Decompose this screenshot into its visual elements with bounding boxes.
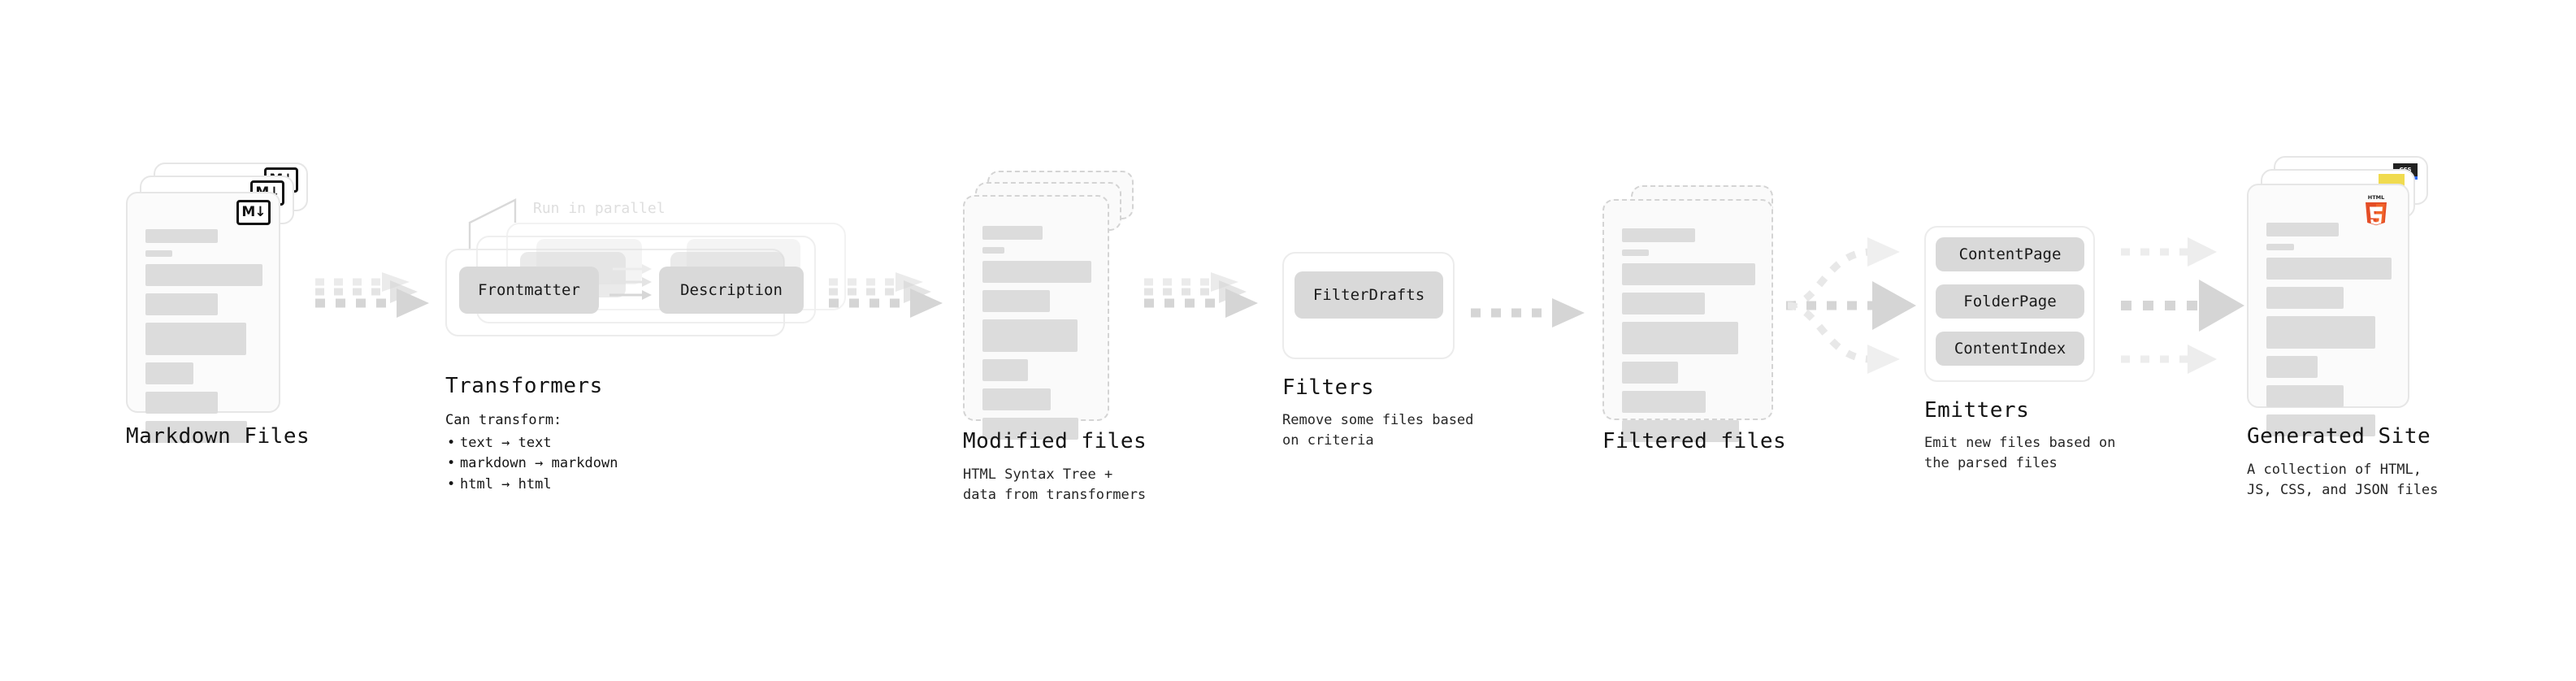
content-bar: [2266, 414, 2375, 436]
filtered-card-front: [1602, 199, 1773, 442]
content-bar: [1622, 263, 1755, 285]
run-in-parallel-label: Run in parallel: [533, 200, 666, 217]
arrow-modified-to-filters: [1144, 272, 1258, 318]
emitters-subtitle: Emit new files based on the parsed files: [1924, 435, 2116, 471]
content-bar: [145, 421, 248, 443]
arrow-markdown-to-transformers: [315, 272, 429, 318]
transformer-chip-frontmatter[interactable]: Frontmatter: [459, 267, 599, 314]
filters-group: FilterDrafts: [1282, 252, 1461, 366]
emitters-group: ContentPage FolderPage ContentIndex: [1924, 226, 2111, 388]
content-bar: [2266, 385, 2344, 407]
content-bar: [1622, 362, 1678, 384]
arrow-emitters-to-generated-site: [2121, 237, 2244, 374]
content-bar: [145, 362, 194, 384]
filtered-card-content: [1622, 228, 1755, 442]
svg-text:HTML: HTML: [2368, 194, 2384, 201]
content-bar: [982, 226, 1043, 240]
run-in-parallel-bracket: [468, 198, 517, 250]
generated-card-front: [2247, 184, 2409, 436]
filters-title: Filters: [1282, 375, 1375, 400]
content-bar: [2266, 244, 2294, 250]
modified-files-subtitle: HTML Syntax Tree + data from transformer…: [963, 466, 1147, 503]
content-bar: [2266, 356, 2318, 378]
content-bar: [2266, 223, 2340, 236]
generated-site-title: Generated Site: [2247, 424, 2431, 449]
transformers-group: Run in parallel Frontmatter Description …: [445, 195, 846, 366]
markdown-files-title: Markdown Files: [126, 424, 310, 449]
filters-box: [1282, 252, 1455, 359]
transformers-bullet-item: html → html: [447, 475, 618, 496]
modified-card-content: [982, 226, 1091, 440]
emitters-box: [1924, 226, 2095, 382]
content-bar: [145, 323, 246, 355]
content-bar: [1622, 322, 1738, 354]
generated-site-card-stack: CSS HTML: [2247, 156, 2450, 436]
transformers-bullets: Can transform: text → text markdown → ma…: [445, 410, 618, 495]
content-bar: [145, 264, 262, 286]
arrow-filters-to-filtered: [1471, 298, 1585, 327]
markdown-card-front: [126, 192, 280, 443]
filters-subtitle: Remove some files based on criteria: [1282, 412, 1474, 449]
content-bar: [145, 250, 173, 257]
content-bar: [2266, 316, 2375, 349]
transformers-bullets-lead: Can transform:: [445, 412, 562, 428]
modified-files-card-stack: [963, 171, 1150, 440]
content-bar: [1622, 391, 1706, 413]
content-bar: [145, 229, 219, 243]
arrow-transformers-to-modified: [829, 272, 943, 318]
content-bar: [145, 293, 219, 315]
transformers-bullet-item: markdown → markdown: [447, 453, 618, 475]
markdown-card-content: [145, 229, 262, 443]
content-bar: [1622, 228, 1696, 242]
emitter-chip-folderpage[interactable]: FolderPage: [1936, 284, 2084, 319]
markdown-badge-icon: M↓: [236, 200, 271, 225]
markdown-files-card-stack: M↓ M↓ M↓: [126, 163, 313, 443]
modified-card-front: [963, 195, 1109, 440]
content-bar: [145, 392, 219, 414]
transformers-title: Transformers: [445, 374, 603, 398]
content-bar: [982, 261, 1091, 283]
transformer-inner-arrows: [609, 264, 652, 300]
content-bar: [982, 418, 1078, 440]
content-bar: [2266, 258, 2392, 280]
filtered-files-title: Filtered files: [1602, 429, 1787, 453]
content-bar: [982, 359, 1029, 381]
content-bar: [1622, 420, 1740, 442]
content-bar: [2266, 287, 2344, 309]
content-bar: [982, 290, 1051, 312]
content-bar: [982, 247, 1004, 254]
transformers-bullet-item: text → text: [447, 433, 618, 454]
filter-chip-filterdrafts[interactable]: FilterDrafts: [1295, 271, 1443, 319]
emitters-title: Emitters: [1924, 398, 2030, 423]
generated-card-content: [2266, 223, 2392, 436]
content-bar: [1622, 293, 1705, 314]
generated-site-subtitle: A collection of HTML, JS, CSS, and JSON …: [2247, 462, 2439, 498]
content-bar: [1622, 249, 1649, 256]
content-bar: [982, 319, 1078, 352]
emitter-chip-contentpage[interactable]: ContentPage: [1936, 237, 2084, 271]
transformer-chip-description[interactable]: Description: [659, 267, 804, 314]
filtered-files-card-stack: [1602, 185, 1789, 442]
arrow-filtered-to-emitters-fanout: [1786, 237, 1916, 374]
modified-files-title: Modified files: [963, 429, 1147, 453]
html5-badge-icon: HTML: [2366, 194, 2387, 226]
emitter-chip-contentindex[interactable]: ContentIndex: [1936, 332, 2084, 366]
content-bar: [982, 388, 1052, 410]
